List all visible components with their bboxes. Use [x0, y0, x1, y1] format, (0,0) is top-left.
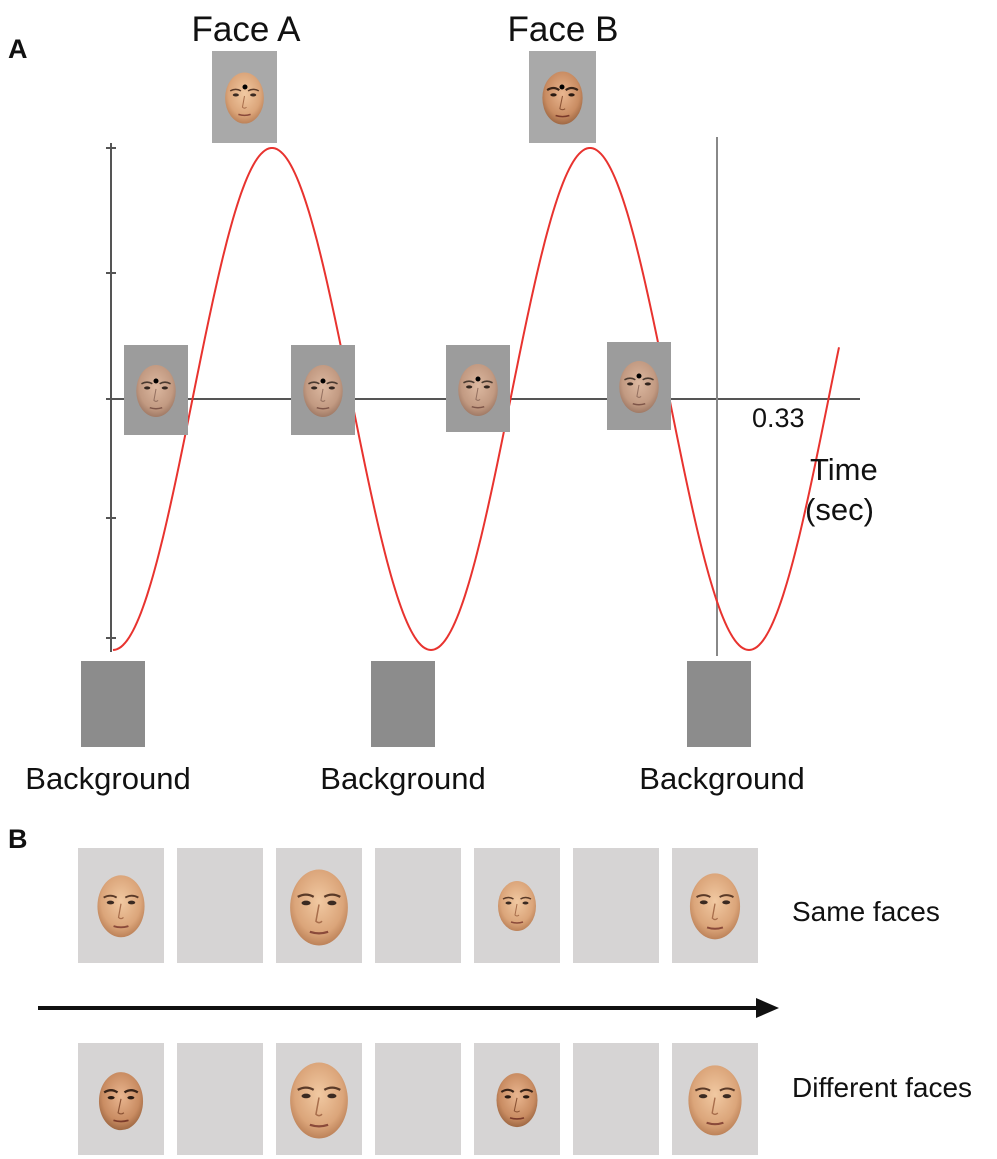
same-faces-row [78, 848, 758, 963]
different-faces-label: Different faces [792, 1072, 972, 1103]
midcontrast-face [446, 345, 510, 432]
midcontrast-face [607, 342, 671, 430]
background-block [371, 661, 435, 747]
panel-a-label: A [8, 34, 28, 64]
time-tick-label: 0.33 [752, 403, 805, 433]
fixation-dot [242, 84, 248, 90]
background-label: Background [25, 761, 190, 796]
background-block [687, 661, 751, 747]
same-faces-label: Same faces [792, 896, 940, 927]
face-b-title: Face B [508, 10, 619, 49]
face-a-image [212, 51, 277, 143]
time-axis-label: Time [810, 452, 878, 487]
background-label: Background [639, 761, 804, 796]
face-b-image [529, 51, 596, 143]
background-block [81, 661, 145, 747]
midcontrast-face [124, 345, 188, 435]
contrast-sinusoid [112, 147, 840, 652]
background-label: Background [320, 761, 485, 796]
different-faces-row [78, 1043, 758, 1155]
face-a-title: Face A [192, 10, 302, 49]
midcontrast-face [291, 345, 355, 435]
time-axis-unit: (sec) [805, 492, 874, 527]
panel-b-label: B [8, 824, 28, 854]
fixation-dot [559, 84, 565, 90]
y-axis [106, 143, 116, 652]
time-arrow [38, 998, 779, 1018]
